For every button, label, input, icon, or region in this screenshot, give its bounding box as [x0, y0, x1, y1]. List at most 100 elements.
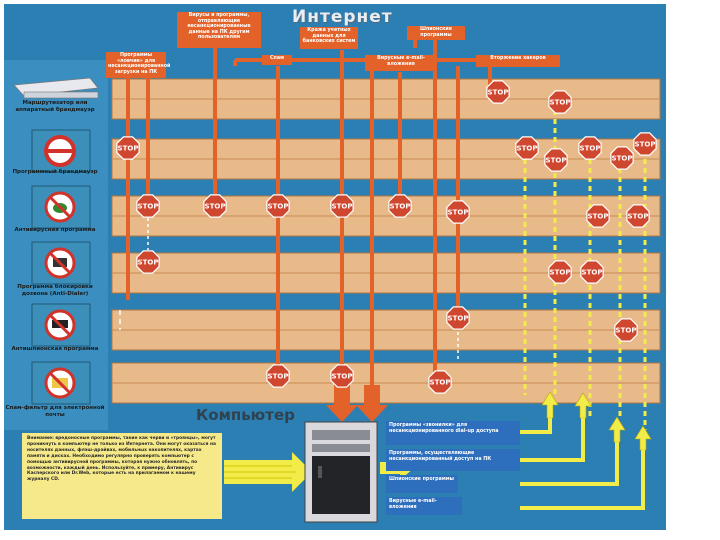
stop-sign-label: STOP — [488, 89, 509, 97]
stop-sign-shape — [116, 136, 140, 160]
stop-sign: STOP — [388, 194, 412, 218]
stop-sign-shape — [580, 260, 604, 284]
stop-sign-label: STOP — [118, 145, 139, 153]
legend-connector — [520, 450, 645, 510]
threat-box-email-viruses: Вирусные e-mail-вложения — [365, 55, 437, 71]
stop-sign-label: STOP — [430, 379, 451, 387]
stop-sign-shape — [626, 204, 650, 228]
stop-sign: STOP — [266, 364, 290, 388]
stop-sign-shape — [544, 148, 568, 172]
stop-sign: STOP — [428, 370, 452, 394]
stop-sign-label: STOP — [390, 203, 411, 211]
stop-sign: STOP — [136, 194, 160, 218]
stop-sign-shape — [136, 194, 160, 218]
stop-sign-shape — [266, 194, 290, 218]
stop-sign: STOP — [614, 318, 638, 342]
note-arrow — [224, 452, 312, 492]
legend-spyware: Шпионские программы — [386, 475, 458, 493]
stop-sign: STOP — [633, 132, 657, 156]
phone-cross-icon — [31, 241, 91, 285]
drive-bay — [312, 430, 370, 440]
stop-sign-label: STOP — [332, 203, 353, 211]
stop-sign-shape — [548, 90, 572, 114]
stop-sign-label: STOP — [448, 315, 469, 323]
stop-sign-shape — [388, 194, 412, 218]
stop-sign-shape — [486, 80, 510, 104]
stop-sign-label: STOP — [448, 209, 469, 217]
stop-sign-label: STOP — [612, 155, 633, 163]
stop-sign-label: STOP — [138, 203, 159, 211]
stop-sign: STOP — [203, 194, 227, 218]
stop-sign-shape — [446, 306, 470, 330]
stop-sign: STOP — [446, 306, 470, 330]
protection-label-router: Маршрутизатор или аппаратный брандмауэр — [15, 100, 95, 113]
threat-box-spam: Спам — [262, 55, 292, 65]
legend-connector — [520, 442, 619, 486]
stop-sign-shape — [610, 146, 634, 170]
stop-sign: STOP — [626, 204, 650, 228]
stop-sign-shape — [136, 250, 160, 274]
threat-box-bank-theft: Кража учетных данных для банковских сист… — [300, 27, 358, 49]
tower-front — [312, 456, 370, 514]
stop-sign-label: STOP — [550, 269, 571, 277]
stop-sign-label: STOP — [616, 327, 637, 335]
stop-sign-shape — [330, 364, 354, 388]
stop-sign: STOP — [136, 250, 160, 274]
arrow-down-icon — [326, 385, 358, 422]
computer-tower-icon — [304, 421, 378, 523]
stop-sign-label: STOP — [205, 203, 226, 211]
arrow-down-icon — [356, 385, 388, 422]
stop-sign: STOP — [548, 260, 572, 284]
legend-dial-up: Программы «звонилки» для несанкционирова… — [386, 421, 520, 445]
stop-sign: STOP — [548, 90, 572, 114]
stop-sign: STOP — [544, 148, 568, 172]
protection-label-spam-filter: Спам-фильтр для электронной почты — [5, 405, 105, 418]
stop-sign-shape — [633, 132, 657, 156]
threat-lines — [126, 40, 502, 400]
page-title: Интернет — [292, 7, 393, 27]
warning-note: Внимание: вредоносные программы, такие к… — [22, 433, 222, 519]
stop-sign: STOP — [578, 136, 602, 160]
stop-sign-shape — [446, 200, 470, 224]
mail-cross-icon — [31, 361, 91, 405]
threat-box-hackers: Вторжение хакеров — [476, 55, 560, 67]
button-slot — [318, 466, 322, 478]
stop-sign-label: STOP — [546, 157, 567, 165]
stop-sign: STOP — [586, 204, 610, 228]
stop-sign-label: STOP — [588, 213, 609, 221]
stop-sign-shape — [266, 364, 290, 388]
stop-sign: STOP — [116, 136, 140, 160]
legend-connectors — [520, 418, 645, 510]
stop-sign: STOP — [266, 194, 290, 218]
stop-sign-shape — [428, 370, 452, 394]
stop-sign: STOP — [446, 200, 470, 224]
stop-sign-label: STOP — [628, 213, 649, 221]
stop-sign-shape — [548, 260, 572, 284]
protection-label-antispyware: Антишпионская программа — [11, 346, 99, 352]
stop-sign-label: STOP — [580, 145, 601, 153]
protection-icons — [13, 77, 99, 405]
protection-label-firewall: Программный брандмауэр — [12, 169, 98, 175]
stop-sign: STOP — [580, 260, 604, 284]
stop-sign: STOP — [330, 194, 354, 218]
protection-label-antivirus: Антивирусная программа — [14, 227, 96, 233]
legend-connector — [520, 418, 552, 434]
legend-email-viruses: Вирусные e-mail-вложения — [386, 497, 462, 515]
stop-sign-label: STOP — [332, 373, 353, 381]
stop-sign-shape — [614, 318, 638, 342]
stop-sign: STOP — [610, 146, 634, 170]
legend-connector — [520, 418, 585, 462]
stop-sign-label: STOP — [550, 99, 571, 107]
stop-sign-shape — [578, 136, 602, 160]
stop-sign-label: STOP — [268, 203, 289, 211]
arrows-to-computer — [326, 385, 388, 422]
stop-sign: STOP — [486, 80, 510, 104]
no-sign-icon — [31, 129, 91, 173]
bug-icon — [31, 185, 91, 229]
stop-sign-shape — [203, 194, 227, 218]
stop-sign: STOP — [515, 136, 539, 160]
threat-box-spyware: Шпионские программы — [407, 26, 465, 40]
protection-label-anti-dialer: Программа блокировки дозвона (Anti-Diale… — [17, 284, 93, 297]
